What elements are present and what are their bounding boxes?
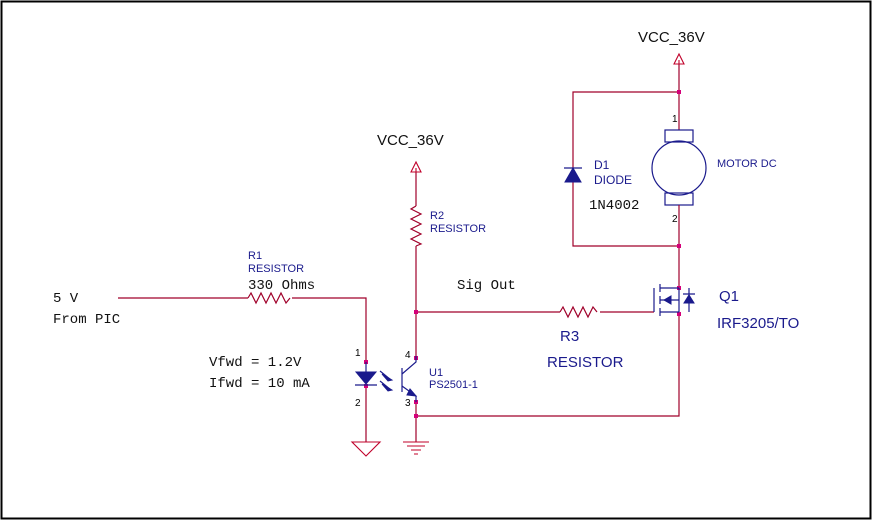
ground-led-symbol (350, 441, 382, 457)
d1-ref-label: D1 (594, 158, 610, 172)
r1-type-label: RESISTOR (248, 263, 304, 275)
vcc-mid-symbol (410, 160, 422, 173)
junction-node (677, 312, 681, 316)
wire-r1-led (292, 297, 367, 362)
r1-resistor (247, 291, 291, 305)
wires (118, 64, 680, 442)
transistor-pin-3: 3 (405, 398, 411, 409)
r1-ref-label: R1 (248, 250, 262, 262)
q1-part-label: IRF3205/TO (717, 315, 799, 332)
u1-ref-label: U1 (429, 367, 443, 379)
q1-mosfet-symbol (653, 284, 695, 316)
input-source-label: From PIC (53, 312, 120, 328)
vcc-top-label: VCC_36V (638, 29, 705, 46)
junction-node (677, 244, 681, 248)
u1-phototransistor-symbol (401, 356, 418, 402)
input-voltage-label: 5 V (53, 291, 79, 307)
r3-resistor (559, 305, 598, 319)
d1-type-label: DIODE (594, 173, 632, 187)
motor-symbol (651, 129, 707, 216)
wire-source-gnd (416, 316, 680, 417)
led-pin-2: 2 (355, 398, 361, 409)
d1-value-label: 1N4002 (589, 198, 639, 214)
junction-node (364, 384, 368, 388)
transistor-pin-4: 4 (405, 350, 411, 361)
vcc-mid-label: VCC_36V (377, 132, 444, 149)
motor-pin-1: 1 (672, 114, 678, 125)
motor-label: MOTOR DC (717, 158, 777, 170)
q1-ref-label: Q1 (719, 288, 739, 305)
vfwd-label: Vfwd = 1.2V (209, 355, 302, 371)
ifwd-label: Ifwd = 10 mA (209, 376, 310, 392)
r2-type-label: RESISTOR (430, 223, 486, 235)
led-pin-1: 1 (355, 348, 361, 359)
vcc-top-symbol (673, 52, 685, 65)
r3-ref-label: R3 (560, 328, 579, 345)
d1-diode-symbol (564, 166, 582, 183)
wire-diode-loop (572, 91, 679, 247)
r1-value-label: 330 Ohms (248, 278, 315, 294)
sig-out-label: Sig Out (457, 278, 516, 294)
motor-pin-2: 2 (672, 214, 678, 225)
junction-node (414, 310, 418, 314)
u1-part-label: PS2501-1 (429, 379, 478, 391)
r2-ref-label: R2 (430, 210, 444, 222)
ground-transistor-symbol (403, 441, 429, 455)
r3-type-label: RESISTOR (547, 354, 624, 371)
junction-node (677, 90, 681, 94)
u1-led-symbol (354, 362, 394, 392)
r2-resistor (409, 205, 423, 247)
junction-node (414, 414, 418, 418)
